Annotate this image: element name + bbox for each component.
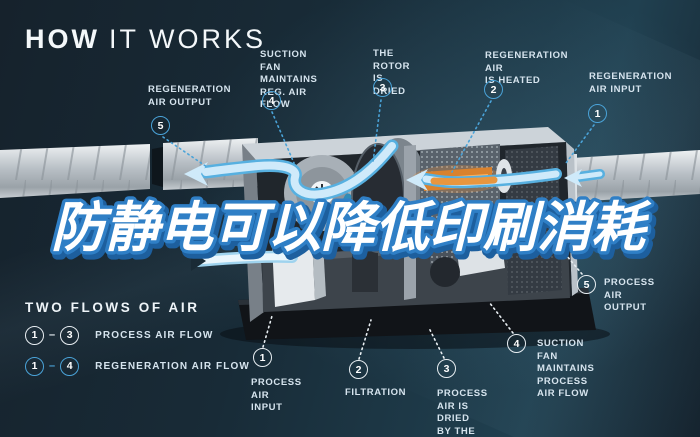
headline-text: 防静电可以降低印刷消耗 [51,198,652,258]
leader-line [560,248,583,275]
airflow-arrows [184,139,605,271]
step-badge: 5 [577,275,596,294]
step-badge: 5 [151,116,170,135]
leader-line [162,136,208,168]
callout-label: FILTRATION [345,387,407,398]
callout-label: REGENERATION AIR INPUT [589,71,673,95]
legend-row-regeneration: 1 – 4 REGENERATION AIR FLOW [25,355,250,377]
process-duct-box-side [312,238,326,300]
callout-label: PROCESS AIR OUTPUT [604,277,655,314]
step-badge: 2 [484,80,503,99]
legend-heading: TWO FLOWS OF AIR [25,300,200,315]
step-badge: 1 [253,348,272,367]
leader-line [565,124,595,164]
legend-label: PROCESS AIR FLOW [95,329,214,341]
leader-line [428,327,445,359]
step-badge: 3 [373,78,392,97]
step-badge: 4 [507,334,526,353]
step-badge: 3 [60,325,80,345]
headline-shadow: 防静电可以降低印刷消耗 [54,202,655,262]
heated-air-segment [430,176,498,186]
regeneration-input-duct [567,150,700,204]
legend-two-flows: TWO FLOWS OF AIR 1 – 3 PROCESS AIR FLOW … [25,300,250,377]
arrowhead-icon [564,169,582,187]
title-emphasis: HOW [25,24,100,54]
step-badge: 4 [262,91,281,110]
step-badge: 2 [349,360,368,379]
legend-label: REGENERATION AIR FLOW [95,360,250,372]
leader-line [372,99,382,163]
callout-label: REGENERATION AIR OUTPUT [148,84,232,108]
step-badge: 1 [25,325,44,345]
ribbon-tail-notch [191,251,206,271]
divider-wall [404,145,416,300]
leader-line [271,111,295,164]
interior-panel [455,228,505,276]
callout-label: PROCESS AIR INPUT [251,377,302,414]
leader-line [488,301,514,334]
range-dash: – [49,360,56,372]
leader-lines [162,99,595,360]
step-badge: 4 [60,356,80,376]
legend-row-process: 1 – 3 PROCESS AIR FLOW [25,324,250,346]
callout-label: SUCTION FAN MAINTAINS PROCESS AIR FLOW [537,338,595,400]
fan-swirl-arrow [292,193,352,221]
pump-unit [352,248,378,292]
leader-line [451,100,492,173]
title-rest: IT WORKS [108,24,266,54]
regeneration-output-duct [0,138,258,198]
page-title: HOW IT WORKS [25,24,266,55]
leader-line [358,319,372,360]
arrowhead-icon [406,169,428,191]
step-badge: 1 [25,356,44,376]
range-dash: – [49,329,56,341]
step-badge: 1 [588,104,607,123]
interior-fan-housing [430,257,460,287]
step-badge: 3 [437,359,456,378]
arrowhead-icon [184,162,208,186]
callout-label: PROCESS AIR IS DRIED BY THE ROTOR [437,388,488,437]
leader-line [262,315,273,348]
